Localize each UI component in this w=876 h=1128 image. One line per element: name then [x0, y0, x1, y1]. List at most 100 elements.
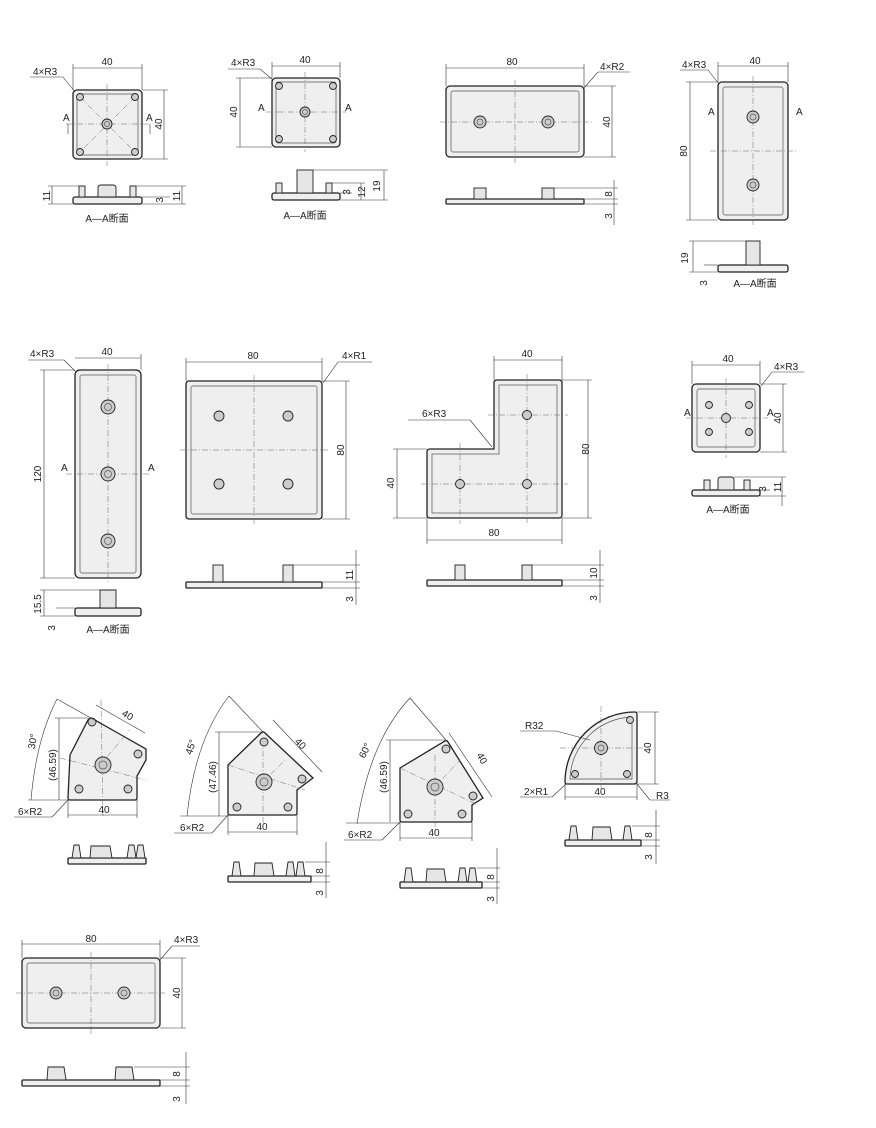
height-dim: (46.59)	[379, 761, 390, 793]
width-dim: 80	[488, 528, 500, 539]
plate-thickness-dim: 3	[486, 896, 497, 902]
left-height-dim: 40	[386, 477, 397, 489]
plate-40x120: 40 4×R3 120 A A 15.5 3 A—A断面	[28, 347, 155, 636]
corner-radius-label: 4×R3	[30, 349, 55, 360]
boss-height-dim: 8	[315, 868, 326, 874]
angle-dim: 60°	[358, 742, 374, 760]
outer-corner-radius-label: R3	[656, 791, 669, 802]
section-mark-right: A	[767, 408, 774, 419]
width-dim: 40	[256, 822, 268, 833]
height-dim: 40	[602, 116, 613, 128]
corner-radius-label: 4×R3	[33, 67, 58, 78]
section-mark-right: A	[796, 107, 803, 118]
plate-thickness-dim: 3	[155, 197, 166, 203]
section-mark-left: A	[708, 107, 715, 118]
total-height-dim: 11	[773, 481, 784, 492]
width-dim: 80	[506, 57, 518, 68]
section-caption: A—A断面	[733, 277, 776, 290]
width-dim: 40	[101, 347, 113, 358]
section-caption: A—A断面	[85, 212, 128, 225]
width-dim: 80	[247, 351, 259, 362]
height-dim: 40	[154, 118, 165, 130]
width-dim: 40	[722, 354, 734, 365]
corner-radius-label: 4×R3	[231, 58, 256, 69]
corner-radius-label: 2×R1	[524, 787, 549, 798]
plate-40x80: 40 4×R3 80 A A 19 3 A—A断面	[679, 56, 803, 290]
section-mark-left: A	[684, 408, 691, 419]
plate-side-view	[72, 196, 143, 205]
radius-label: R32	[525, 721, 544, 732]
section-mark-right: A	[146, 113, 153, 124]
height-dim: (46.59)	[48, 749, 59, 781]
corner-radius-label: 6×R2	[180, 823, 205, 834]
boss-height-dim: 8	[486, 874, 497, 880]
plate-thickness-dim: 3	[345, 596, 356, 602]
plate-thickness-dim: 3	[699, 280, 710, 286]
angle-dim: 45°	[184, 738, 199, 756]
plate-thickness-dim: 3	[644, 854, 655, 860]
boss-height-dim: 10	[589, 567, 600, 579]
boss-height-dim: 8	[644, 832, 655, 838]
section-caption: A—A断面	[86, 623, 129, 636]
corner-radius-label: 6×R2	[18, 807, 43, 818]
height-dim: 40	[643, 742, 654, 754]
width-dim: 40	[101, 57, 113, 68]
height-dim: 80	[336, 444, 347, 456]
total-height-dim-left: 11	[42, 190, 53, 201]
total-height-dim: 19	[680, 252, 691, 264]
width-dim: 40	[299, 55, 311, 66]
corner-radius-label: 6×R2	[348, 830, 373, 841]
plate-40x40-b: 40 4×R3 40 A A 3 12 19 A—A断面	[228, 55, 388, 222]
plate-thickness-dim: 3	[342, 189, 353, 195]
plate-pentagon-45deg: 40 45° (47.46) 6×R2 40 8 3	[174, 695, 330, 898]
total-height-dim: 15.5	[33, 594, 44, 614]
corner-radius-label: 4×R3	[174, 935, 199, 946]
height-dim: 40	[172, 987, 183, 999]
height-dim: 40	[773, 412, 784, 424]
corner-radius-label: 4×R1	[342, 351, 367, 362]
section-mark-right: A	[148, 463, 155, 474]
corner-radius-label: 4×R2	[600, 62, 625, 73]
section-mark-left: A	[258, 103, 265, 114]
width-dim: 40	[749, 56, 761, 67]
corner-radius-label: 6×R3	[422, 409, 447, 420]
boss-height-dim: 11	[345, 569, 356, 580]
plate-thickness-dim: 3	[172, 1096, 183, 1102]
height-dim: 120	[33, 465, 44, 482]
width-dim: 40	[594, 787, 606, 798]
section-mark-left: A	[63, 113, 70, 124]
plate-quarter-round: R32 40 2×R1 40 R3 8 3	[520, 706, 670, 864]
boss-height-dim: 12	[357, 186, 368, 198]
corner-radius-label: 4×R3	[682, 60, 707, 71]
plate-80x40: 80 4×R2 40 8 3	[440, 57, 630, 225]
width-dim: 80	[85, 934, 97, 945]
side-length-dim: 40	[292, 736, 308, 752]
total-height-dim: 19	[372, 180, 383, 192]
plate-thickness-dim: 3	[315, 890, 326, 896]
side-length-dim: 40	[120, 708, 136, 723]
total-height-dim: 11	[172, 190, 183, 201]
plate-pentagon-60deg: 40 60° (46.59) 6×R2 40 8 3	[344, 697, 500, 904]
plate-40x40-c: 40 4×R3 40 A A 3 11 A—A断面	[684, 354, 804, 516]
plate-l-shape: 40 6×R3 80 40 80 10 3	[386, 349, 604, 603]
width-dim: 40	[98, 805, 110, 816]
plate-thickness-dim: 3	[47, 625, 58, 631]
section-caption: A—A断面	[706, 503, 749, 516]
height-dim: 80	[679, 145, 690, 157]
section-mark-left: A	[61, 463, 68, 474]
plate-pentagon-30deg: 40 30° (46.59) 6×R2 40	[14, 698, 147, 865]
section-mark-right: A	[345, 103, 352, 114]
angle-dim: 30°	[27, 733, 40, 750]
mount-hole	[76, 93, 84, 101]
plate-thickness-dim: 3	[758, 486, 769, 492]
width-dim: 40	[428, 828, 440, 839]
plate-thickness-dim: 3	[604, 213, 615, 219]
plate-40x40-a: 40 4×R3 40 A A 11 3 11 A—A断面	[30, 57, 186, 225]
height-dim: 80	[581, 443, 592, 455]
boss-height-dim: 8	[172, 1071, 183, 1077]
top-width-dim: 40	[521, 349, 533, 360]
corner-radius-label: 4×R3	[774, 362, 799, 373]
height-dim: (47.46)	[208, 761, 219, 793]
height-dim: 40	[229, 106, 240, 118]
